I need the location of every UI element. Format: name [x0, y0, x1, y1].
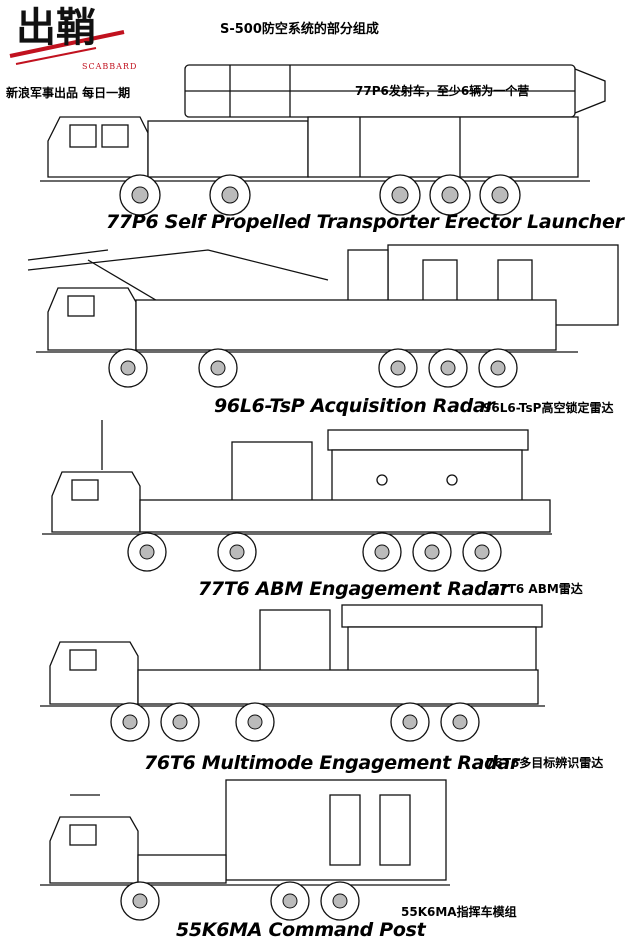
caption-cn-abm-radar: 77T6 ABM雷达 — [491, 582, 583, 596]
logo-text: 出鞘 — [16, 4, 96, 51]
logo-subtext: SCABBARD — [82, 62, 138, 71]
abm-radar-truck-drawing — [42, 420, 552, 572]
caption-en-multimode-radar: 76T6 Multimode Engagement Radar — [144, 752, 519, 774]
caption-cn-command-post: 55K6MA指挥车模组 — [401, 905, 517, 919]
caption-cn-acquisition-radar: 96L6-TsP高空锁定雷达 — [483, 401, 614, 415]
command-post-truck-drawing — [40, 779, 450, 921]
wheel-icon — [110, 702, 480, 742]
caption-cn-multimode-radar: 76T6多目标辨识雷达 — [486, 756, 604, 770]
acquisition-radar-truck-drawing — [27, 244, 619, 388]
caption-cn-launcher: 77P6发射车，至少6辆为一个营 — [355, 84, 530, 98]
page-title: S-500防空系统的部分组成 — [220, 22, 379, 37]
scabbard-logo: 出鞘 SCABBARD — [6, 4, 138, 80]
wheel-icon — [120, 881, 360, 921]
wheel-icon — [127, 532, 502, 572]
launcher-truck-drawing — [40, 64, 606, 216]
publisher-line: 新浪军事出品 每日一期 — [6, 86, 131, 100]
caption-en-launcher: 77P6 Self Propelled Transporter Erector … — [106, 211, 624, 233]
multimode-radar-truck-drawing — [40, 604, 545, 742]
caption-en-acquisition-radar: 96L6-TsP Acquisition Radar — [214, 395, 495, 417]
wheel-icon — [108, 348, 518, 388]
logo-mark-icon — [9, 30, 125, 65]
wheel-icon — [119, 174, 521, 216]
caption-en-command-post: 55K6MA Command Post — [176, 919, 426, 941]
caption-en-abm-radar: 77T6 ABM Engagement Radar — [198, 578, 510, 600]
